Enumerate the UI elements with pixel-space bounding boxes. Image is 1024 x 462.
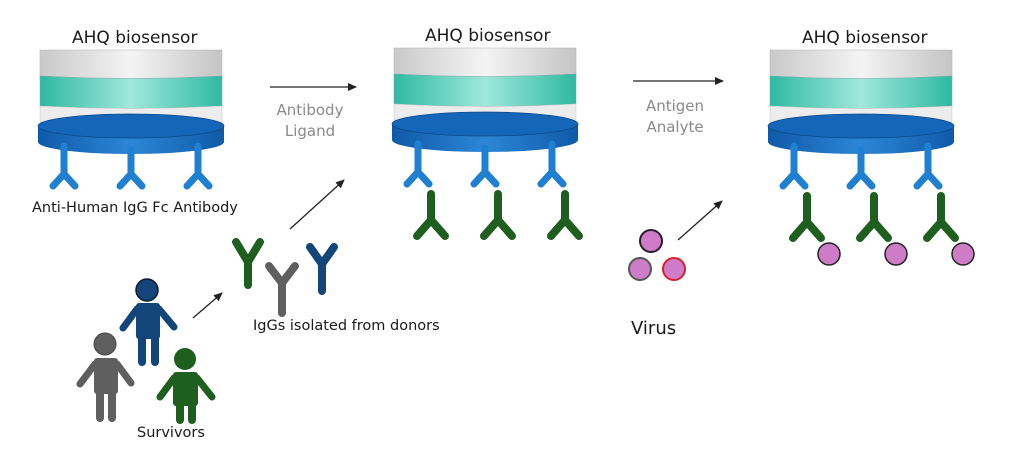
bound-virus-icon <box>884 242 908 266</box>
bound-igg-icon <box>547 190 583 240</box>
step2-label: Antigen Analyte <box>635 96 715 138</box>
survivor-grey-icon <box>76 332 135 422</box>
biosensor-2-label: AHQ biosensor <box>425 26 551 46</box>
biosensor-3-label: AHQ biosensor <box>802 28 928 48</box>
virus-particle-icon <box>628 257 652 281</box>
sensor-blue-disk-top <box>391 111 579 137</box>
igg-navy-icon <box>306 243 338 295</box>
survivor-navy-icon <box>119 278 178 366</box>
igg-green-icon <box>232 238 264 289</box>
step1-line1: Antibody <box>276 101 344 119</box>
biosensor-1 <box>37 49 225 190</box>
bound-igg-icon <box>789 192 825 242</box>
biosensor-3 <box>767 49 975 266</box>
capture-antibody-icon <box>116 146 146 190</box>
virus-label: Virus <box>631 318 677 339</box>
bound-virus-icon <box>951 242 975 266</box>
virus-particle-icon <box>639 229 663 253</box>
igg-isolated-label: IgGs isolated from donors <box>253 318 440 334</box>
sensor-tube <box>769 49 953 81</box>
capture-antibody-icon <box>779 142 809 190</box>
capture-antibody-icon <box>49 142 79 190</box>
sensor-blue-disk-top <box>767 113 955 139</box>
bound-igg-icon <box>923 192 959 242</box>
biosensor-1-label: AHQ biosensor <box>72 28 198 48</box>
step2-line2: Analyte <box>646 118 704 136</box>
bound-igg-icon <box>480 190 516 240</box>
sensor-teal-band <box>39 75 223 109</box>
biosensor-2 <box>391 47 583 240</box>
sensor-teal-band <box>393 73 577 107</box>
igg-grey-icon <box>265 262 299 317</box>
bound-virus-icon <box>817 242 841 266</box>
capture-antibody-icon <box>470 144 500 188</box>
capture-antibody-icon <box>403 140 433 188</box>
arrow-survivors-to-igg <box>192 292 223 319</box>
arrow-virus-to-sensor <box>677 200 723 241</box>
survivor-green-icon <box>156 348 216 424</box>
virus-particle-icon <box>662 257 686 281</box>
capture-antibody-icon <box>913 142 943 190</box>
step1-label: Antibody Ligand <box>270 100 350 142</box>
bound-igg-icon <box>413 190 449 240</box>
capture-antibody-icon <box>183 142 213 190</box>
step2-line1: Antigen <box>645 97 705 115</box>
sensor-tube <box>393 47 577 79</box>
sensor-blue-disk-top <box>37 113 225 139</box>
step1-line2: Ligand <box>284 122 336 140</box>
sensor-teal-band <box>769 75 953 109</box>
bound-igg-icon <box>856 192 892 242</box>
anti-human-label: Anti-Human IgG Fc Antibody <box>32 200 238 216</box>
sensor-tube <box>39 49 223 81</box>
arrow-igg-to-sensor <box>289 179 345 230</box>
survivors-label: Survivors <box>137 425 205 441</box>
capture-antibody-icon <box>537 140 567 188</box>
capture-antibody-icon <box>846 146 876 190</box>
